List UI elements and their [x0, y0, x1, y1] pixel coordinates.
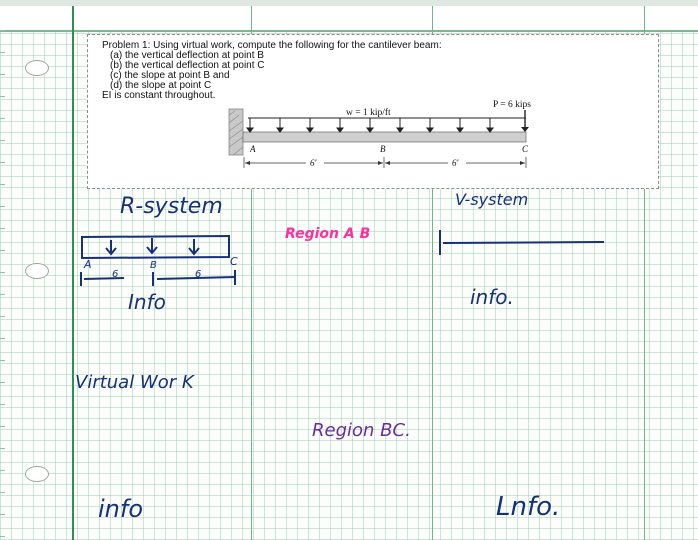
- sketch-point-A: A: [83, 258, 92, 271]
- binder-hole: [25, 263, 49, 279]
- virtual-work-heading: Virtual Wor K: [75, 372, 194, 393]
- sketch-length-1: 6: [112, 269, 118, 280]
- point-A-label: A: [249, 144, 256, 154]
- dimension-arrowhead: [385, 161, 390, 165]
- left-edge-ticks: [0, 30, 5, 540]
- sketch-length-2: 6: [195, 269, 201, 280]
- sketch-point-C: C: [230, 255, 238, 268]
- cantilever-beam: [242, 131, 527, 143]
- problem-item-b: (b) the vertical deflection at point C: [110, 60, 265, 71]
- distributed-load-arrows: [246, 118, 494, 133]
- dim-BC-label: 6′: [452, 158, 460, 168]
- point-load-arrowhead: [521, 127, 529, 132]
- dimension-arrowhead: [520, 161, 525, 165]
- region-bc-label: Region BC.: [312, 420, 411, 441]
- problem-note: EI is constant throughout.: [102, 90, 216, 101]
- load-w-label: w = 1 kip/ft: [346, 107, 391, 118]
- column-line: [644, 6, 645, 540]
- r-system-heading: R-system: [120, 194, 223, 219]
- problem-item-a: (a) the vertical deflection at point B: [110, 50, 264, 61]
- column-line: [432, 6, 433, 540]
- dimension-arrowhead: [245, 161, 250, 165]
- dimension-arrowhead: [378, 161, 383, 165]
- margin-line: [72, 6, 74, 540]
- sketch-point-B: B: [150, 260, 157, 271]
- load-P-label: P = 6 kips: [493, 100, 531, 110]
- v-system-beam-sketch: [442, 241, 605, 244]
- info-bottom-left-note: info: [98, 495, 144, 523]
- problem-item-d: (d) the slope at point C: [110, 80, 212, 91]
- dim-AB-label: 6′: [310, 158, 318, 168]
- r-system-beam-sketch: [81, 234, 230, 260]
- info-left-note: Info: [128, 290, 166, 314]
- v-system-heading: V-system: [455, 190, 529, 209]
- info-right-note: info.: [470, 285, 514, 309]
- problem-title: Problem 1: Using virtual work, compute t…: [102, 40, 442, 51]
- problem-item-c: (c) the slope at point B and: [110, 70, 230, 81]
- region-ab-label: Region A B: [285, 226, 371, 242]
- page-header-row: [0, 6, 698, 32]
- problem-statement-panel[interactable]: Problem 1: Using virtual work, compute t…: [87, 34, 659, 189]
- fixed-support-wall: [228, 108, 244, 156]
- column-line: [251, 6, 252, 540]
- point-B-label: B: [380, 144, 386, 154]
- info-bottom-right-note: Lnfo.: [496, 492, 561, 522]
- r-system-load-arrows: [105, 238, 200, 256]
- wall-hatching: [228, 110, 244, 156]
- point-C-label: C: [522, 144, 529, 154]
- binder-hole: [25, 466, 49, 482]
- r-system-dimension-sketch: [80, 270, 236, 286]
- binder-hole: [25, 60, 49, 76]
- beam-figure: w = 1 kip/ft P = 6 kips A B C 6′ 6′: [228, 100, 531, 168]
